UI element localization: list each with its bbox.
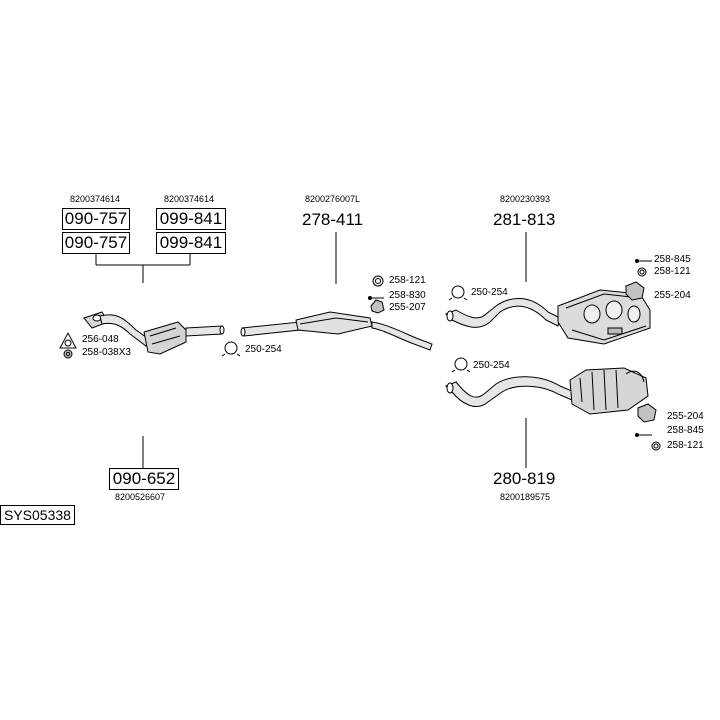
rear-upper-hardware	[448, 259, 647, 301]
rear-lower-rubber-icon	[637, 403, 657, 423]
clamp-rear-upper-icon	[448, 285, 468, 301]
front-pipe-catalyst	[83, 311, 225, 355]
callout-clamp-front[interactable]: 250-254	[245, 344, 282, 355]
catalyst-oe-number: 8200526607	[115, 492, 166, 502]
rear-upper-pipe	[445, 298, 561, 328]
callout-lower-bolt[interactable]: 258-845	[667, 425, 704, 436]
front-hardware	[59, 331, 241, 359]
rear-lower-box	[569, 367, 649, 415]
callout-lower-ring[interactable]: 258-121	[667, 440, 704, 451]
catalyst-outlet-pipe	[185, 325, 223, 337]
front-pipe-b-oe-number: 8200374614	[164, 194, 215, 204]
rear-lower-silencer	[445, 367, 649, 415]
callout-clamp-rear-lower[interactable]: 250-254	[473, 360, 510, 371]
centre-silencer	[240, 311, 433, 351]
front-pipe-body	[99, 314, 151, 347]
catalyst-body	[143, 321, 187, 355]
centre-part-number[interactable]: 278-411	[302, 210, 364, 229]
rear-upper-box	[557, 289, 651, 345]
callout-clamp-rear-upper[interactable]: 250-254	[471, 287, 508, 298]
rear-upper-oe-number: 8200230393	[500, 194, 551, 204]
front-pipe-a-part-lower[interactable]: 090-757	[62, 232, 130, 254]
front-pipe-a-oe-number: 8200374614	[70, 194, 121, 204]
callout-centre-bolt[interactable]: 258-830	[389, 290, 426, 301]
centre-inlet-pipe	[241, 321, 301, 337]
ring-icon	[372, 275, 384, 287]
callout-upper-bolt[interactable]: 258-845	[654, 254, 691, 265]
catalyst-part-number[interactable]: 090-652	[109, 468, 179, 490]
front-pipe-b-part-lower[interactable]: 099-841	[156, 232, 226, 254]
rear-lower-oe-number: 8200189575	[500, 492, 551, 502]
clamp-front-icon	[221, 341, 241, 357]
rear-upper-silencer	[445, 289, 651, 345]
rubber-mount-icon	[370, 299, 385, 314]
system-id-label: SYS05338	[0, 505, 75, 525]
rear-lower-part-number[interactable]: 280-819	[493, 469, 556, 488]
rear-lower-pipe	[445, 376, 575, 407]
front-pipe-b-part-upper[interactable]: 099-841	[156, 208, 226, 230]
callout-gasket[interactable]: 256-048	[82, 334, 119, 345]
centre-oe-number: 8200276007L	[305, 194, 361, 204]
centre-outlet-pipe	[371, 321, 433, 351]
callout-nut[interactable]: 258-038X3	[82, 347, 131, 358]
callout-centre-ring[interactable]: 258-121	[389, 275, 426, 286]
callout-lower-rubber[interactable]: 255-204	[667, 411, 704, 422]
callout-centre-rubber[interactable]: 255-207	[389, 302, 426, 313]
clamp-rear-lower-icon	[451, 357, 471, 373]
bolt-head-icon	[368, 296, 372, 300]
callout-upper-rubber[interactable]: 255-204	[654, 290, 691, 301]
centre-hardware	[368, 275, 385, 314]
rear-upper-rubber-icon	[625, 281, 645, 301]
rear-lower-hardware	[451, 357, 661, 451]
callout-upper-ring[interactable]: 258-121	[654, 266, 691, 277]
front-pipe-a-part-upper[interactable]: 090-757	[62, 208, 130, 230]
leader-lines	[95, 232, 652, 468]
rear-upper-part-number[interactable]: 281-813	[493, 210, 556, 229]
